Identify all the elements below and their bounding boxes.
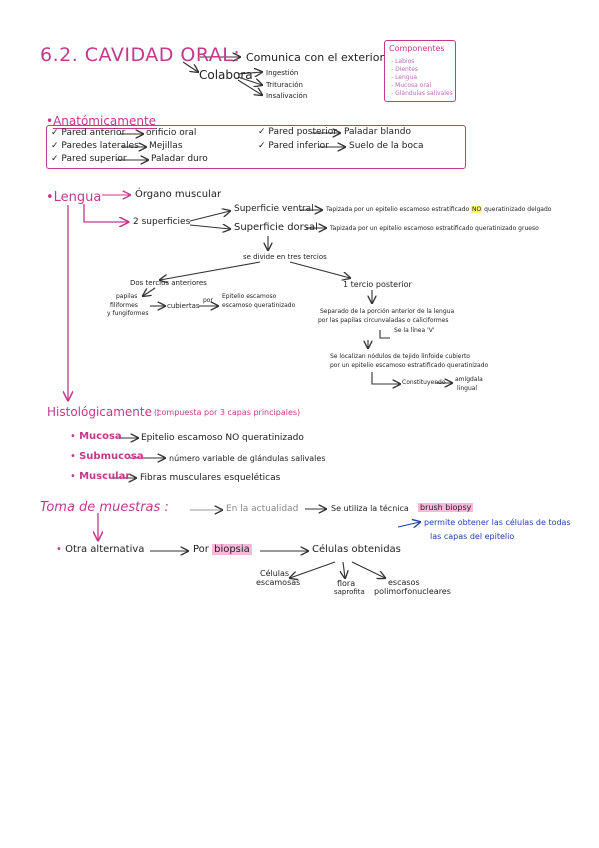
- papilas-sub1: filiformes: [110, 302, 138, 309]
- layer-desc: Epitelio escamoso NO queratinizado: [141, 433, 304, 443]
- otra-alternativa: • Otra alternativa: [56, 544, 145, 555]
- tercios-text: se divide en tres tercios: [243, 253, 327, 261]
- anatomicamente-heading: •Anatómicamente: [46, 114, 157, 129]
- layer-desc: número variable de glándulas salivales: [169, 454, 326, 463]
- anatomy-part: Paredes laterales: [61, 141, 139, 151]
- layer-name: Mucosa: [79, 431, 122, 442]
- componentes-item: - Glándulas salivales: [391, 90, 453, 97]
- componentes-item: - Mucosa oral: [391, 82, 432, 89]
- actualidad-text: En la actualidad: [226, 504, 299, 514]
- ventral-desc-post: queratinizado delgado: [482, 206, 552, 213]
- papilas-sub2: y fungiformes: [107, 310, 149, 317]
- nodulos-1: Se localizan nódulos de tejido linfoide …: [330, 353, 470, 360]
- ventral-desc: Tapizada por un epitelio escamoso estrat…: [326, 206, 551, 213]
- colabora-item-3: Insalivación: [266, 92, 308, 100]
- anatomy-part: Pared posterior: [268, 127, 337, 137]
- result-escamosas-2: escamosas: [256, 578, 301, 587]
- ventral-desc-highlight: NO: [471, 206, 483, 213]
- celulas-obtenidas: Células obtenidas: [312, 544, 401, 555]
- componentes-item: - Lengua: [391, 74, 418, 81]
- ventral-label: Superficie ventral: [234, 204, 314, 214]
- por-label: Por: [193, 544, 209, 555]
- biopsia-highlight: biopsia: [212, 544, 252, 555]
- epitelio-text-2: escamoso queratinizado: [222, 302, 296, 309]
- histologicamente-note: (compuesta por 3 capas principales): [154, 408, 301, 417]
- por-text: por: [203, 297, 213, 304]
- organo-text: Órgano muscular: [135, 189, 222, 200]
- layer-name: Muscular: [79, 471, 131, 482]
- check-icon: ✓: [51, 141, 59, 151]
- layer-submucosa: • Submucosa: [70, 451, 144, 462]
- anatomy-target: Mejillas: [149, 141, 183, 151]
- anatomy-target: Suelo de la boca: [349, 141, 424, 151]
- histologicamente-heading: Histológicamente :: [47, 405, 160, 419]
- anatomy-part: Pared inferior: [268, 141, 329, 151]
- superficies-text: 2 superficies: [133, 217, 191, 227]
- permite-text-1: permite obtener las células de todas: [424, 518, 571, 527]
- lengua-heading: •Lengua: [46, 190, 102, 205]
- result-pmn-2: polimorfonucleares: [374, 587, 451, 596]
- anatomy-target: Paladar duro: [151, 154, 208, 164]
- result-pmn-1: escasos: [388, 578, 420, 587]
- layer-desc: Fibras musculares esqueléticas: [140, 473, 281, 483]
- lengua-label: Lengua: [53, 190, 102, 205]
- anatomy-row: ✓ Pared posterior: [258, 127, 337, 137]
- componentes-box: Componentes - Labios - Dientes - Lengua …: [384, 40, 456, 102]
- anatomicamente-box: [46, 125, 466, 169]
- result-flora-1: flora: [337, 579, 356, 588]
- anatomy-part: Pared superior: [61, 154, 127, 164]
- layer-name: Submucosa: [79, 451, 144, 462]
- anatomy-target: Paladar blando: [344, 127, 411, 137]
- layer-mucosa: • Mucosa: [70, 431, 122, 442]
- result-escamosas-1: Células: [260, 569, 290, 578]
- permite-text-2: las capas del epitelio: [430, 532, 515, 541]
- amigdala-text: amígdala: [455, 376, 483, 383]
- brush-biopsy-text: brush biopsy: [418, 503, 474, 512]
- anatomy-row: ✓ Pared superior: [51, 154, 127, 164]
- anatomy-row: ✓ Paredes laterales: [51, 141, 139, 151]
- por-biopsia: Por biopsia: [193, 544, 252, 555]
- check-icon: ✓: [258, 127, 266, 137]
- tecnica-text: Se utiliza la técnica: [331, 504, 409, 513]
- componentes-item: - Labios: [391, 58, 415, 65]
- colabora-text: Colabora: [199, 68, 253, 82]
- check-icon: ✓: [51, 154, 59, 164]
- componentes-title: Componentes: [389, 44, 445, 53]
- posterior-label: 1 tercio posterior: [343, 280, 412, 289]
- anatomy-part: Pared anterior: [61, 128, 126, 138]
- epitelio-text: Epitelio escamoso: [222, 293, 277, 300]
- lingual-text: lingual: [457, 385, 478, 392]
- result-flora-2: saprofita: [334, 588, 365, 596]
- comunica-text: Comunica con el exterior: [246, 51, 384, 64]
- anatomy-row: ✓ Pared inferior: [258, 141, 329, 151]
- posterior-sep-2: por las papilas circunvaladas o calicifo…: [318, 317, 449, 324]
- constituyendo-text: Constituyendo: [402, 379, 446, 386]
- posterior-sep-1: Separado de la porción anterior de la le…: [320, 308, 455, 315]
- colabora-item-2: Trituración: [266, 81, 303, 89]
- ventral-desc-pre: Tapizada por un epitelio escamoso estrat…: [326, 206, 472, 213]
- anatomy-row: ✓ Pared anterior: [51, 128, 125, 138]
- toma-heading: Toma de muestras :: [40, 500, 169, 515]
- dorsal-label: Superficie dorsal: [234, 222, 318, 233]
- layer-muscular: • Muscular: [70, 471, 131, 482]
- anteriores-label: Dos tercios anteriores: [130, 279, 207, 287]
- cubiertas-text: cubiertas: [167, 302, 200, 310]
- otra-label: Otra alternativa: [65, 544, 145, 555]
- nodulos-2: por un epitelio escamoso estratificado q…: [330, 362, 489, 369]
- anatomy-target: orificio oral: [146, 128, 197, 138]
- dorsal-desc: Tapizada por un epitelio escamoso estrat…: [330, 225, 539, 232]
- anatomicamente-label: Anatómicamente: [53, 114, 157, 129]
- componentes-item: - Dientes: [391, 66, 419, 73]
- page-title: 6.2. CAVIDAD ORAL:: [40, 44, 241, 66]
- check-icon: ✓: [258, 141, 266, 151]
- check-icon: ✓: [51, 128, 59, 138]
- colabora-item-1: Ingestión: [266, 69, 299, 77]
- linea-text: Se la línea 'V': [394, 327, 435, 334]
- papilas-text: papilas: [116, 293, 138, 300]
